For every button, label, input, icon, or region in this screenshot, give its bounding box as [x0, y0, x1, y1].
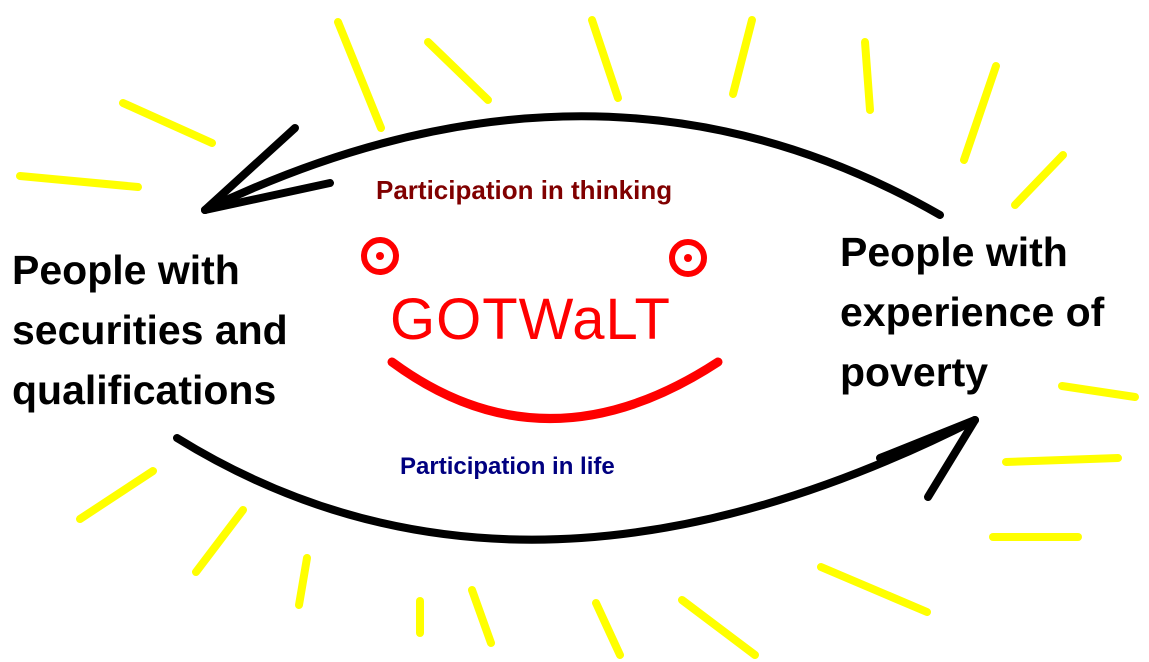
sun-ray — [119, 99, 216, 147]
right-eye — [669, 239, 707, 277]
arrow-top-head-upper — [201, 124, 299, 214]
smiley-face — [361, 237, 723, 423]
sun-ray — [334, 18, 385, 132]
sun-ray — [295, 554, 311, 609]
sun-ray — [468, 586, 495, 647]
arrow-to-right — [173, 416, 979, 544]
sun-ray — [861, 38, 874, 114]
bottom-arrow-label: Participation in life — [400, 453, 615, 480]
sun-ray — [678, 596, 759, 659]
sun-ray — [592, 599, 624, 659]
sun-ray — [1058, 382, 1139, 401]
left-node-label: People with securities and qualification… — [12, 247, 288, 413]
arrow-to-left — [201, 112, 944, 219]
sun-ray — [1011, 151, 1067, 209]
sun-ray — [424, 38, 492, 104]
top-arrow-label: Participation in thinking — [376, 175, 673, 205]
sun-ray — [16, 172, 142, 191]
sun-ray — [960, 62, 1000, 164]
sun-ray — [1002, 454, 1122, 466]
center-title: GOTWaLT — [390, 287, 671, 352]
arrow-top-head-lower — [201, 179, 334, 214]
arrow-top-curve — [201, 112, 944, 219]
arrow-bottom-curve — [173, 416, 979, 544]
sun-ray — [588, 16, 622, 102]
sun-ray — [729, 16, 756, 98]
sun-rays — [16, 16, 1139, 659]
right-node-label: People with experience of poverty — [840, 229, 1105, 395]
sun-ray — [76, 467, 157, 523]
arrow-bottom-head-lower — [924, 416, 979, 501]
left-eye — [361, 237, 399, 275]
right-eye-pupil — [684, 254, 692, 262]
arrow-bottom-head-upper — [876, 416, 979, 462]
smile-mouth — [387, 357, 723, 423]
sun-ray — [192, 506, 247, 576]
left-eye-pupil — [376, 252, 384, 260]
sun-ray — [817, 563, 931, 616]
